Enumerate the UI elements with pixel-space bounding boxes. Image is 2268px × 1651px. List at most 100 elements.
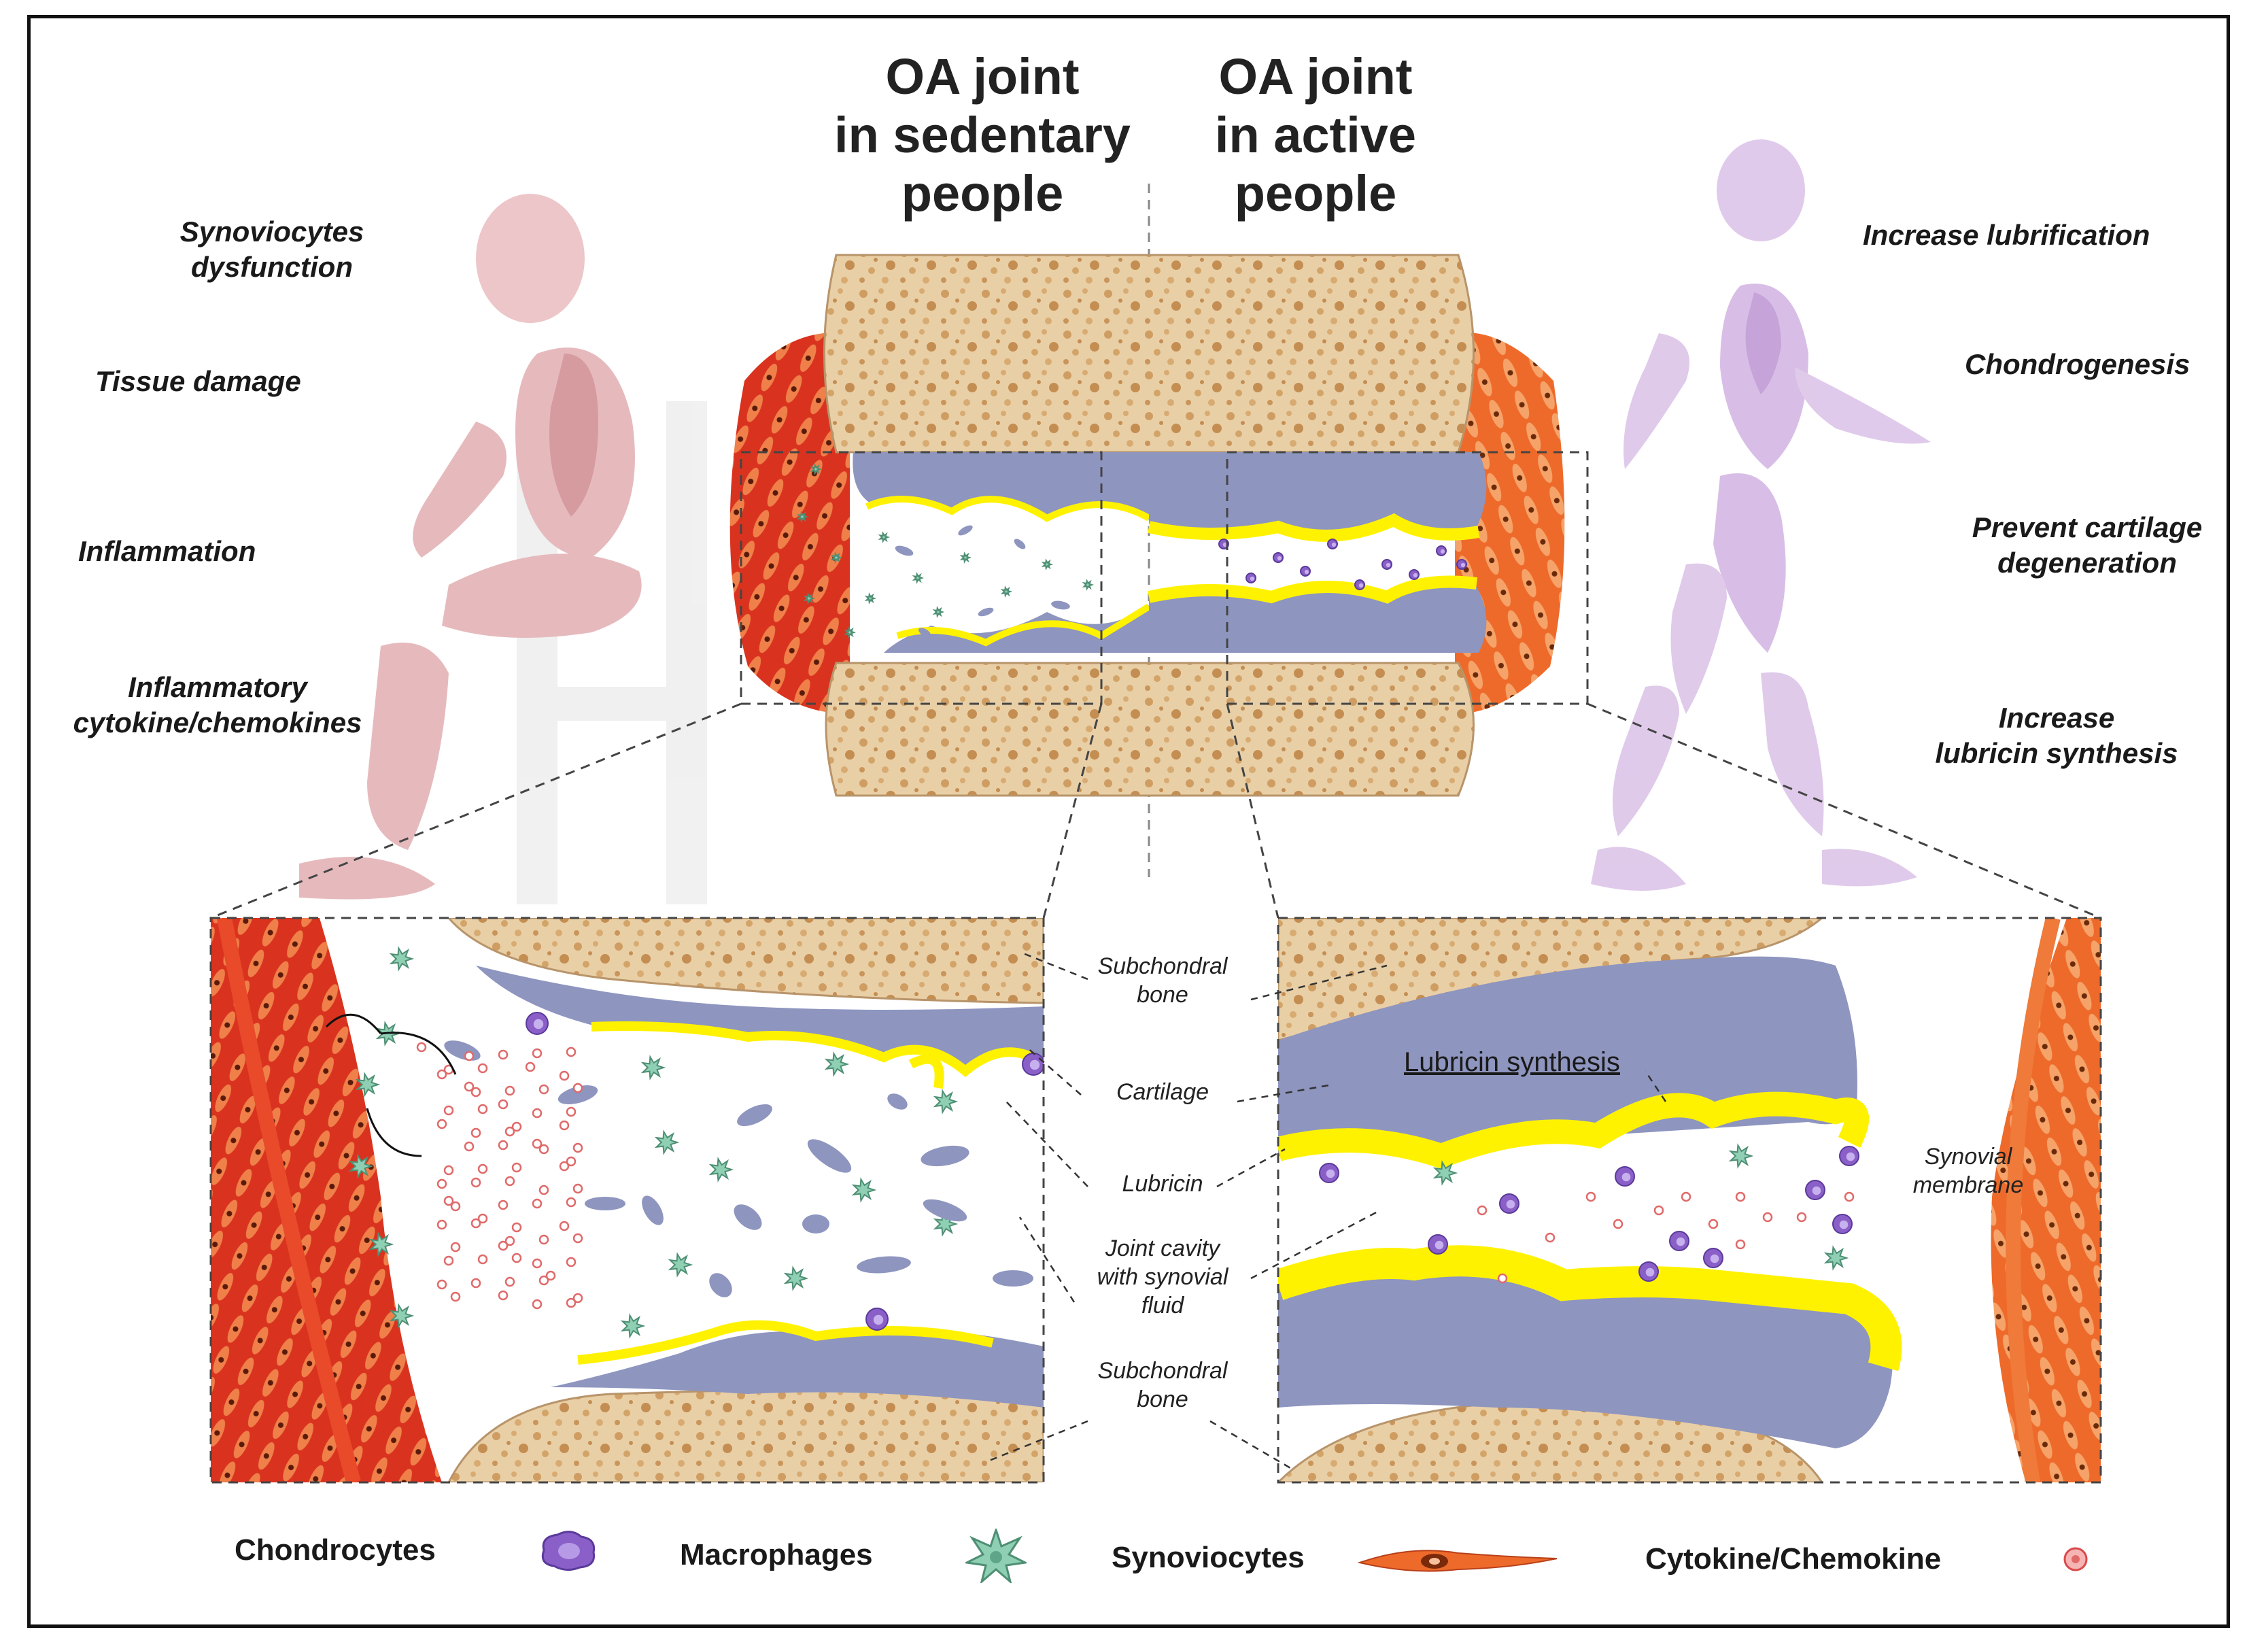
cytokine-marker [532,1048,543,1059]
cytokine-marker [532,1108,543,1119]
label-synovial-membrane: Synovial membrane [1883,1142,2053,1199]
top-joint [729,254,1589,797]
effect-increase-lubrification: Increase lubrification [1863,218,2150,253]
effect-line: Increase [1998,702,2115,734]
synoviocyte-icon [1357,1550,1558,1572]
label-line: with synovial [1097,1264,1228,1290]
heading-sedentary-line1: OA joint [885,48,1080,105]
label-line: Subchondral [1097,1358,1228,1384]
cytokine-marker [532,1299,543,1310]
cartilage-fragment [887,1093,908,1110]
label-line: Synovial [1924,1144,2012,1170]
label-line: Lubricin [1122,1171,1203,1197]
effect-chondrogenesis: Chondrogenesis [1965,347,2190,382]
cytokine-marker [443,1105,454,1116]
effect-tissue-damage: Tissue damage [95,364,301,399]
cytokine-marker [498,1199,509,1210]
heading-active-line3: people [1234,165,1397,222]
synoviocyte-marker [824,1051,850,1077]
macrophage-nucleus [1358,583,1364,588]
macrophage-nucleus [1277,556,1282,561]
cytokine-marker [559,1120,570,1131]
cytokine-marker [470,1177,481,1188]
synoviocyte-marker [640,1055,666,1080]
cytokine-marker [464,1141,475,1152]
synoviocyte-marker [844,626,857,639]
synoviocyte-marker [708,1157,734,1182]
synoviocyte-marker [830,551,843,564]
synoviocyte-marker [1000,585,1013,598]
synoviocyte-marker [1082,579,1095,591]
synoviocyte-marker [933,1089,959,1114]
synoviocyte-marker [1728,1143,1754,1169]
cytokine-marker [1653,1205,1664,1216]
cartilage-fragment [923,1199,967,1222]
label-line: Joint cavity [1105,1236,1220,1261]
effect-line: Inflammatory [128,671,307,703]
synoviocyte-marker [959,551,972,564]
effect-increase-lubricin: Increase lubricin synthesis [1910,700,2203,771]
figure-frame [27,15,2230,1628]
cartilage-fragment [857,1256,911,1274]
effect-line: Increase lubrification [1863,219,2150,251]
cytokine-marker [498,1240,509,1251]
cytokine-marker [1477,1205,1488,1216]
cartilage-fragment [978,607,994,617]
label-line: fluid [1141,1293,1184,1318]
effect-inflammatory-cytokines: Inflammatory cytokine/chemokines [54,670,381,741]
heading-active: OA joint in active people [1156,48,1475,223]
cytokine-icon [2063,1547,2088,1571]
legend-cytokine-label: Cytokine/Chemokine [1645,1542,1942,1576]
heading-sedentary: OA joint in sedentary people [823,48,1142,223]
label-cartilage: Cartilage [1064,1078,1261,1106]
cytokine-marker [443,1195,454,1206]
cytokine-marker [436,1279,447,1290]
cytokine-marker [566,1156,577,1167]
heading-sedentary-line2: in sedentary [834,107,1131,163]
cytokine-marker [538,1144,549,1155]
cytokine-marker [566,1046,577,1057]
cytokine-marker [511,1162,522,1173]
macrophage-nucleus [1460,562,1466,568]
effect-line: Tissue damage [95,365,301,397]
cytokine-marker [477,1104,488,1114]
sedentary-zoom-panel [209,917,1045,1484]
macrophage-nucleus [873,1314,884,1325]
cytokine-marker [566,1106,577,1117]
cytokine-marker [498,1290,509,1301]
synoviocyte-marker [1041,558,1054,571]
legend-macrophages-label: Macrophages [680,1538,873,1571]
cytokine-marker [436,1119,447,1129]
cytokine-marker [450,1291,461,1302]
synoviocyte-marker [783,1265,809,1291]
macrophage-nucleus [1812,1186,1821,1195]
cartilage-fragment [802,1214,829,1233]
sedentary-person-figure [299,194,707,904]
cytokine-marker [477,1213,488,1224]
macrophage-nucleus [1645,1267,1655,1277]
synoviocyte-marker [620,1313,646,1339]
effect-line: lubricin synthesis [1935,737,2178,769]
synoviocyte-marker [368,1231,394,1257]
label-subchondral-bone-bottom: Subchondral bone [1064,1357,1261,1414]
macrophage-nucleus [1386,562,1391,568]
cartilage-fragment [1051,600,1070,610]
cartilage-fragment [734,1204,762,1230]
label-line: bone [1137,1386,1188,1412]
cytokine-marker [538,1275,549,1286]
macrophage-nucleus [1440,549,1445,554]
cytokine-marker [559,1221,570,1231]
cartilage-fragment [557,1085,598,1104]
cartilage-fragment [895,545,914,556]
macrophage-nucleus [1434,1240,1444,1250]
cartilage-fragment [642,1195,664,1225]
cartilage-fragment [709,1273,732,1297]
cytokine-marker [538,1234,549,1245]
active-person-figure [1591,139,1931,891]
cytokine-marker [504,1126,515,1137]
macrophage-nucleus [1250,576,1255,581]
synoviocyte-marker [654,1129,680,1155]
cytokine-marker [538,1185,549,1195]
cytokine-marker [538,1084,549,1095]
